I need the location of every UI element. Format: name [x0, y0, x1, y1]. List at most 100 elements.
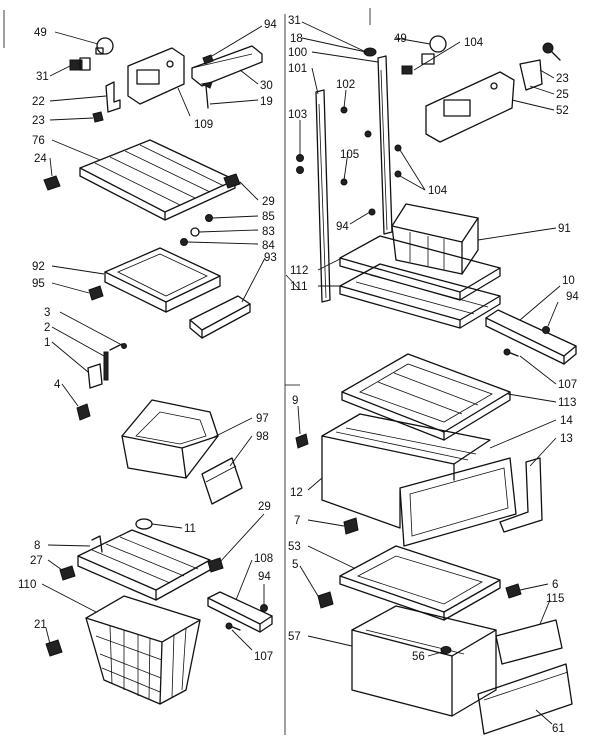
label-12: 12 — [290, 487, 303, 499]
label-113: 113 — [558, 397, 576, 409]
label-18: 18 — [290, 33, 303, 45]
label-85: 85 — [262, 211, 275, 223]
label-1: 1 — [44, 337, 50, 349]
label-10: 10 — [562, 275, 575, 287]
label-94-bottom: 94 — [258, 571, 271, 583]
label-83: 83 — [262, 226, 275, 238]
track-13 — [499, 457, 543, 533]
bracket-22 — [105, 81, 121, 113]
label-92: 92 — [32, 261, 45, 273]
label-109: 109 — [194, 119, 213, 131]
label-100: 100 — [288, 47, 307, 59]
rail-100 — [377, 55, 393, 235]
label-104-top: 104 — [464, 37, 484, 49]
cover-108 — [207, 591, 273, 633]
support-27 — [59, 565, 76, 581]
label-31-left: 31 — [36, 71, 49, 83]
label-3: 3 — [44, 307, 50, 319]
label-29-top: 29 — [262, 196, 275, 208]
lamp-socket-right — [401, 65, 413, 75]
drawer-front-14 — [399, 457, 517, 547]
cover-10 — [485, 309, 577, 365]
label-76: 76 — [32, 135, 45, 147]
label-115: 115 — [546, 593, 564, 605]
clip-94-bottom — [260, 604, 268, 612]
label-30: 30 — [260, 80, 273, 92]
crisper-drawer-57 — [351, 605, 497, 717]
control-housing-52 — [425, 71, 515, 143]
crisper-cover-53 — [339, 545, 501, 621]
support-5 — [317, 591, 334, 609]
switch-23-25 — [519, 42, 561, 91]
thermostat-parts-1-2-3 — [87, 343, 127, 389]
clip-94-cover — [542, 326, 550, 334]
bin-91 — [391, 203, 479, 275]
cover-98 — [201, 457, 243, 505]
clip-94-rail — [368, 208, 376, 216]
label-27: 27 — [30, 555, 43, 567]
screws-103-105-102 — [296, 106, 402, 186]
label-25: 25 — [556, 89, 569, 101]
screw-19 — [200, 81, 213, 109]
screw-107-right — [503, 348, 519, 357]
label-107-right: 107 — [558, 379, 577, 391]
label-8: 8 — [34, 540, 40, 552]
support-6 — [505, 583, 522, 599]
label-14: 14 — [560, 415, 573, 427]
label-31-right: 31 — [288, 15, 301, 27]
label-111: 111 — [290, 281, 307, 293]
label-101: 101 — [288, 63, 307, 75]
label-49-left: 49 — [34, 27, 47, 39]
shelf-76 — [79, 139, 236, 221]
bushings-85-83-84 — [180, 214, 213, 246]
label-2: 2 — [44, 322, 50, 334]
support-21 — [45, 639, 63, 657]
support-29-top — [223, 173, 241, 189]
cover-93 — [189, 295, 251, 339]
label-104-mid: 104 — [428, 185, 448, 197]
shelf-8-27 — [77, 529, 211, 601]
label-103: 103 — [288, 109, 307, 121]
label-5: 5 — [292, 559, 298, 571]
screw-23-left — [92, 111, 104, 123]
light-shield-30 — [191, 45, 263, 87]
panel-61 — [477, 663, 573, 735]
support-29-bottom — [207, 557, 224, 573]
screw-107-left — [225, 622, 241, 631]
label-97: 97 — [256, 413, 269, 425]
clip-7 — [343, 517, 359, 535]
shelf-112 — [339, 235, 501, 301]
label-98: 98 — [256, 431, 269, 443]
knob-4 — [76, 403, 91, 421]
label-105: 105 — [340, 149, 359, 161]
crisper-drawer-12 — [321, 413, 491, 529]
label-107-left: 107 — [254, 651, 273, 663]
part-labels: 49 31 22 23 109 94 30 19 76 24 29 85 83 … — [18, 15, 579, 735]
lamp-bulb-right — [421, 35, 447, 65]
label-24: 24 — [34, 153, 47, 165]
label-4: 4 — [54, 379, 61, 391]
label-110: 110 — [18, 579, 36, 591]
divider-lines — [3, 8, 371, 735]
lamp-socket-left — [69, 57, 91, 71]
roller-11 — [135, 518, 153, 530]
label-57: 57 — [288, 631, 301, 643]
label-91: 91 — [558, 223, 571, 235]
label-6: 6 — [552, 579, 558, 591]
label-94-top: 94 — [264, 19, 277, 31]
label-49-right: 49 — [394, 33, 407, 45]
clip-9 — [295, 433, 309, 449]
label-94-cover: 94 — [566, 291, 579, 303]
label-102: 102 — [336, 79, 355, 91]
label-23-left: 23 — [32, 115, 45, 127]
label-112: 112 — [290, 265, 308, 277]
support-24 — [43, 175, 61, 191]
label-21: 21 — [34, 619, 47, 631]
label-9: 9 — [292, 395, 298, 407]
bin-97 — [121, 399, 219, 479]
label-108: 108 — [254, 553, 273, 565]
shelf-111 — [339, 263, 501, 329]
lamp-bulb-left — [95, 37, 114, 55]
label-23-right: 23 — [556, 73, 569, 85]
